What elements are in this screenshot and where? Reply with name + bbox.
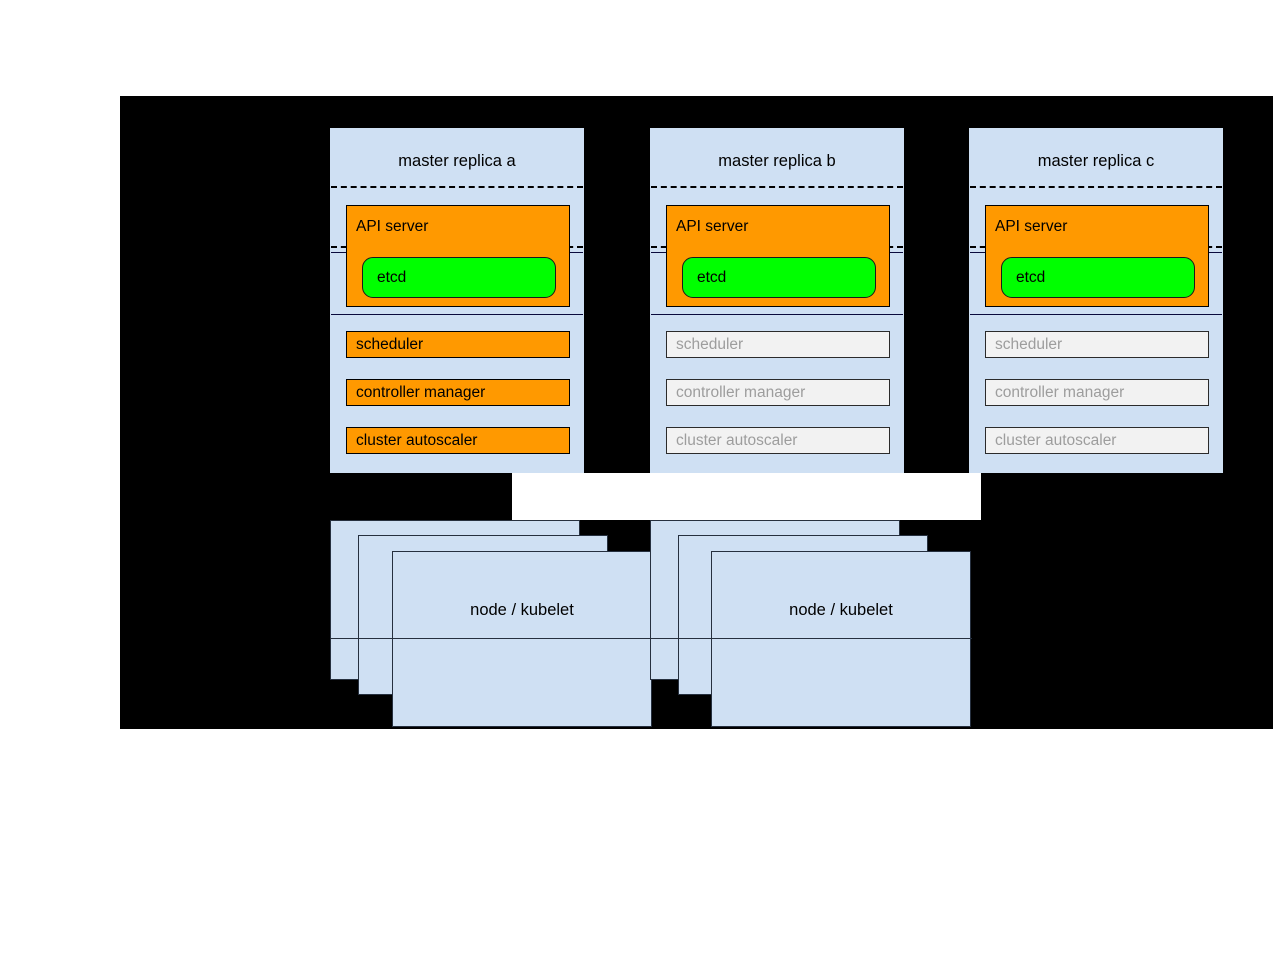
replica-c-dashed-sep-top — [970, 186, 1222, 188]
node-group-2-label: node / kubelet — [789, 601, 893, 619]
replica-a-solid-sep-bottom — [331, 314, 583, 315]
replica-c-solid-sep-bottom — [970, 314, 1222, 315]
replica-c-scheduler[interactable]: scheduler — [985, 331, 1209, 358]
replica-a-cluster-autoscaler[interactable]: cluster autoscaler — [346, 427, 570, 454]
node-group-1-separator — [330, 638, 652, 639]
replica-a-etcd-label: etcd — [377, 268, 407, 286]
replica-a-cluster-autoscaler-label: cluster autoscaler — [356, 431, 478, 449]
replica-c-scheduler-label: scheduler — [995, 335, 1063, 353]
replica-b-etcd-label: etcd — [697, 268, 727, 286]
replica-b-controller-manager[interactable]: controller manager — [666, 379, 890, 406]
replica-b-cluster-autoscaler-label: cluster autoscaler — [676, 431, 798, 449]
node-group-1-label: node / kubelet — [470, 601, 574, 619]
replica-a-api-server-label: API server — [356, 218, 429, 235]
replica-c-api-server-label: API server — [995, 218, 1068, 235]
replica-b-cluster-autoscaler[interactable]: cluster autoscaler — [666, 427, 890, 454]
replica-a-etcd[interactable]: etcd — [362, 257, 556, 298]
node-group-1-card-front[interactable]: node / kubelet — [392, 551, 652, 727]
node-group-2-card-front[interactable]: node / kubelet — [711, 551, 971, 727]
replica-a-dashed-sep-top — [331, 186, 583, 188]
replica-c-cluster-autoscaler[interactable]: cluster autoscaler — [985, 427, 1209, 454]
replica-b-scheduler-label: scheduler — [676, 335, 744, 353]
master-replica-b-title: master replica b — [718, 152, 836, 170]
replica-b-dashed-sep-top — [651, 186, 903, 188]
replica-c-etcd[interactable]: etcd — [1001, 257, 1195, 298]
master-replica-c[interactable]: master replica c API server etcd schedul… — [969, 128, 1223, 473]
replica-b-api-server-label: API server — [676, 218, 749, 235]
replica-b-etcd[interactable]: etcd — [682, 257, 876, 298]
replica-c-cluster-autoscaler-label: cluster autoscaler — [995, 431, 1117, 449]
replica-a-scheduler-label: scheduler — [356, 335, 424, 353]
node-group-2-separator — [650, 638, 972, 639]
replica-a-scheduler[interactable]: scheduler — [346, 331, 570, 358]
backdrop-notch — [512, 473, 981, 520]
master-replica-a[interactable]: master replica a API server etcd schedul… — [330, 128, 584, 473]
replica-a-controller-manager[interactable]: controller manager — [346, 379, 570, 406]
replica-b-solid-sep-bottom — [651, 314, 903, 315]
replica-a-controller-manager-label: controller manager — [356, 383, 486, 401]
replica-c-etcd-label: etcd — [1016, 268, 1046, 286]
replica-b-controller-manager-label: controller manager — [676, 383, 806, 401]
replica-c-controller-manager[interactable]: controller manager — [985, 379, 1209, 406]
master-replica-c-title: master replica c — [1037, 152, 1155, 170]
master-replica-b[interactable]: master replica b API server etcd schedul… — [650, 128, 904, 473]
master-replica-a-title: master replica a — [398, 152, 516, 170]
replica-c-controller-manager-label: controller manager — [995, 383, 1125, 401]
replica-b-scheduler[interactable]: scheduler — [666, 331, 890, 358]
